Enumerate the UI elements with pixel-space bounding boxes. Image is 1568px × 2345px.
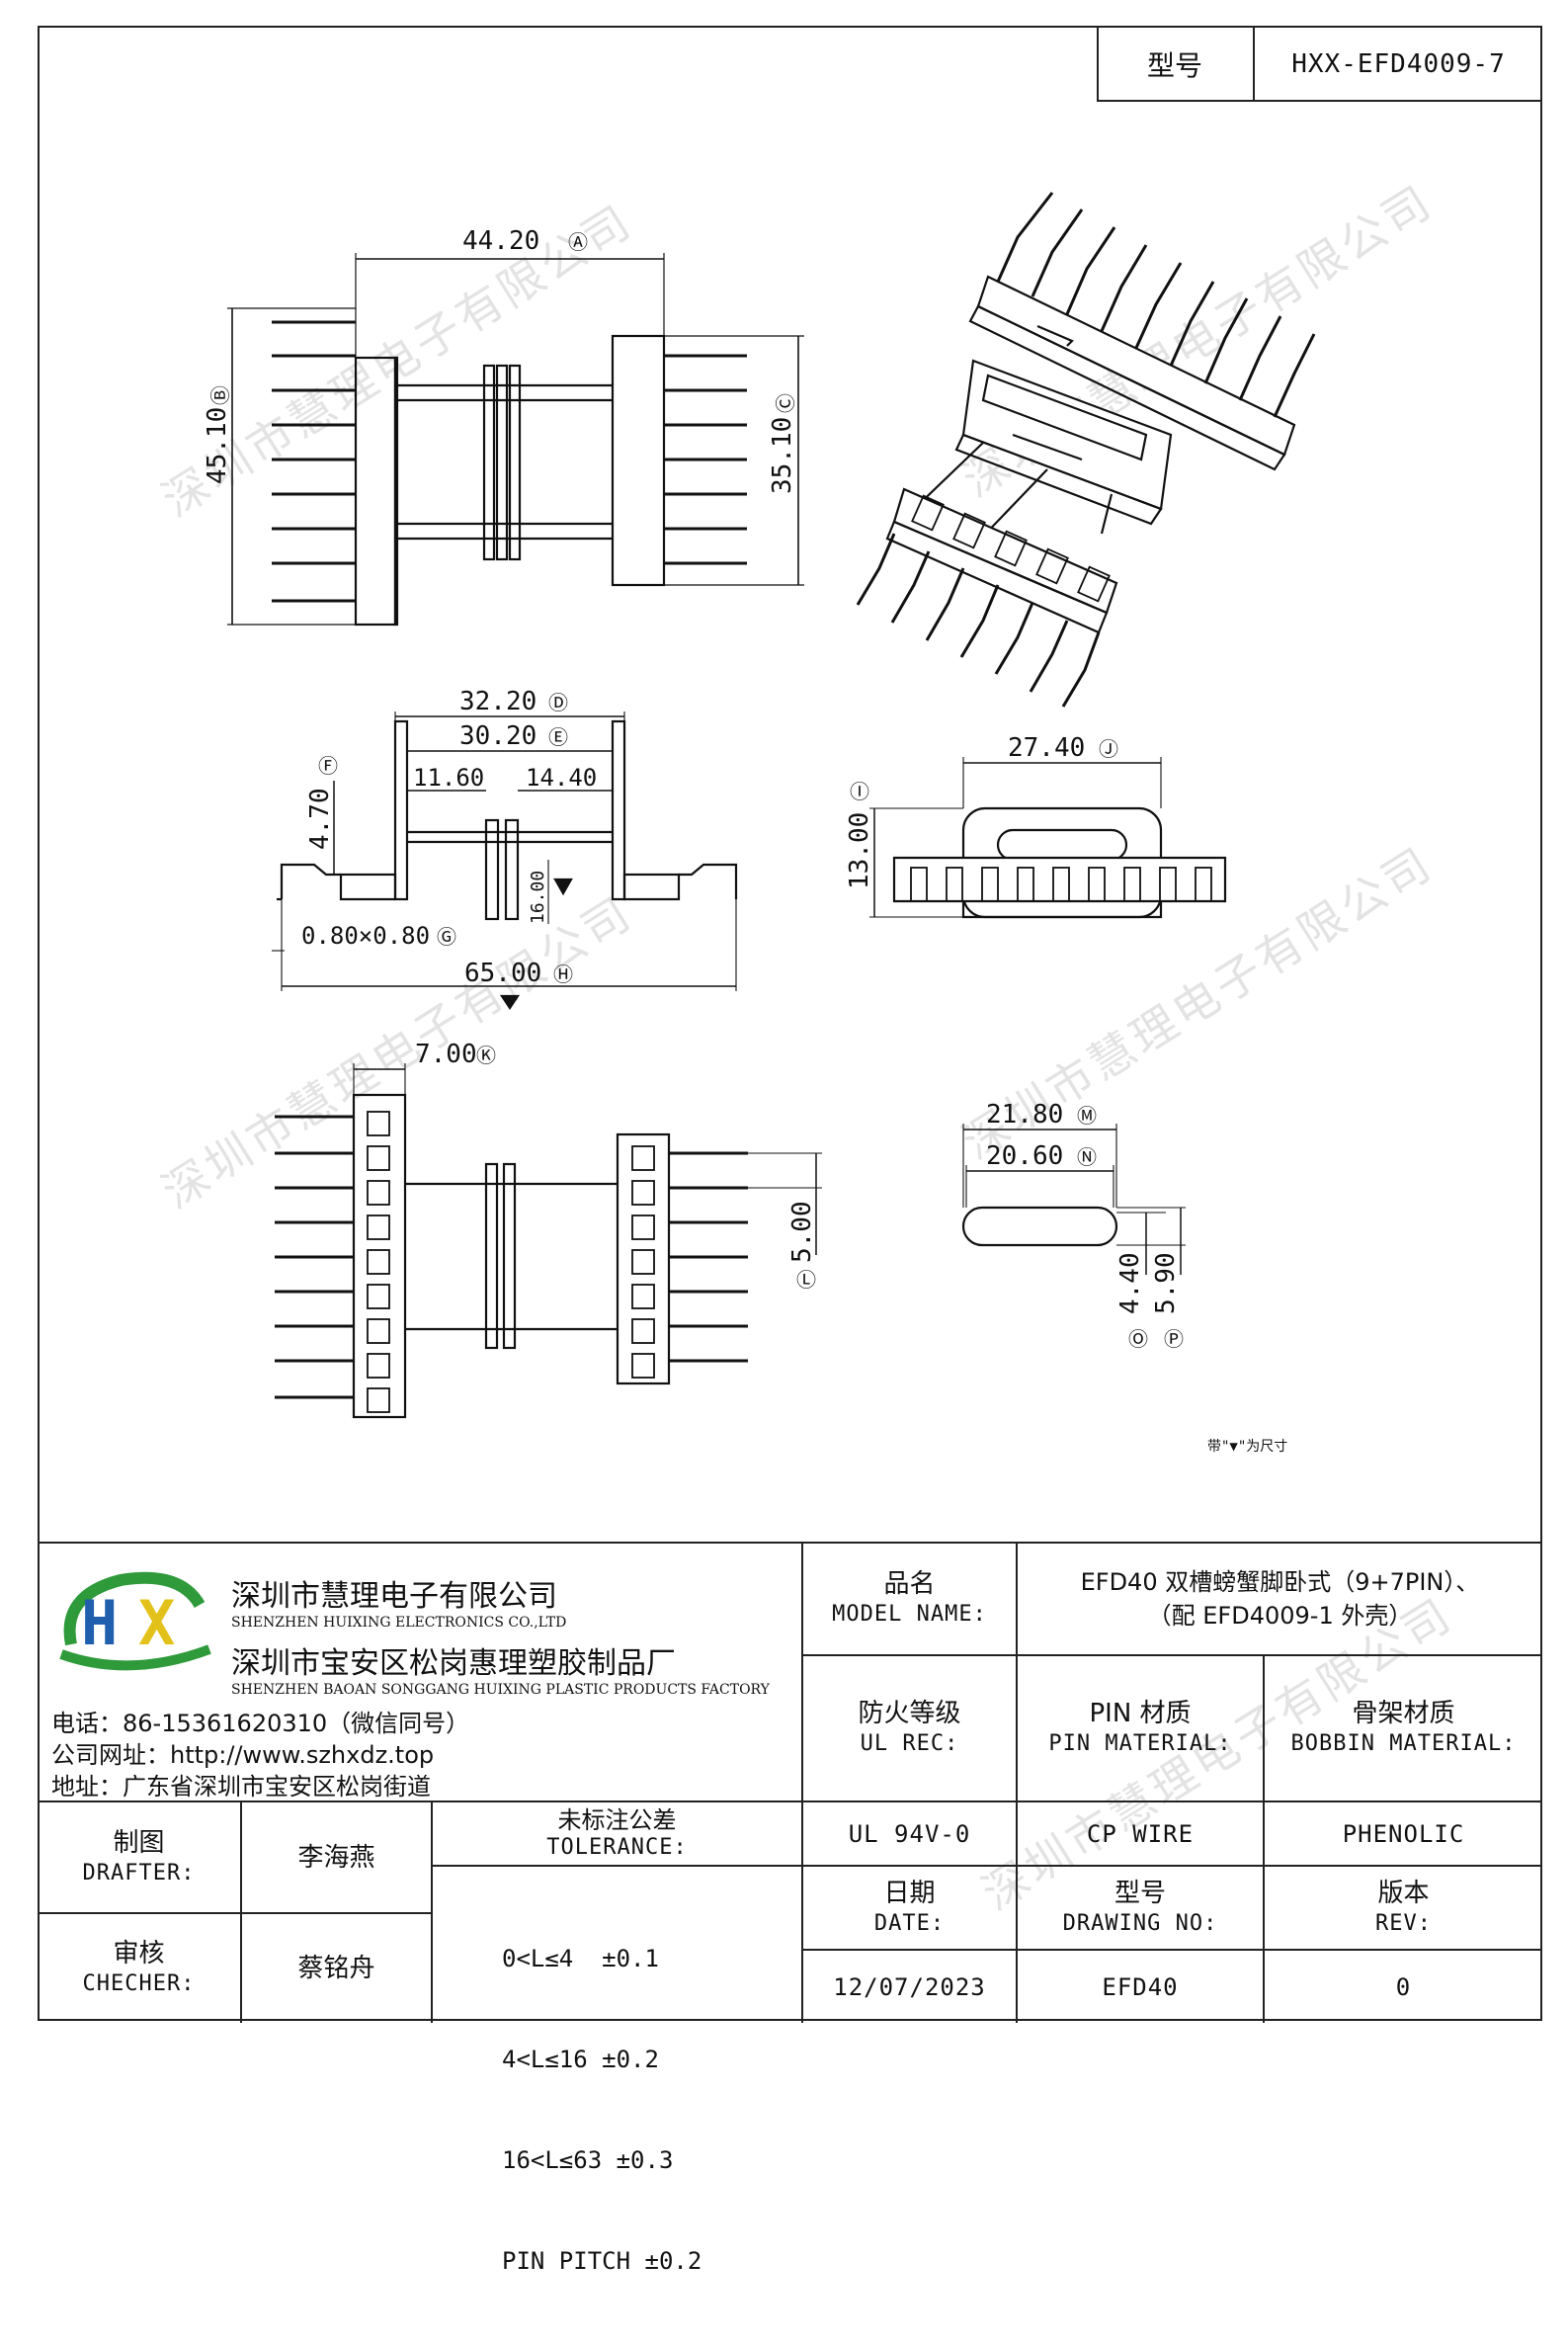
dim-A: 44.20 [462,226,539,256]
dim-L-letter: Ⓛ [796,1268,816,1292]
drafter-value: 李海燕 [297,1842,375,1873]
company-phone: 电话：86-15361620310（微信同号） [51,1710,470,1737]
model-name-value: EFD40 双槽螃蟹脚卧式（9+7PIN）、 （配 EFD4009-1 外壳） [1080,1568,1480,1630]
tolerance-row: 4<L≤16 ±0.2 [502,2046,659,2073]
dim-E: 30.20 [459,721,536,751]
drawing-no-value: EFD40 [1102,1972,1179,2001]
tolerance-row: 16<L≤63 ±0.3 [502,2146,674,2174]
dim-J: 27.40 [1008,733,1085,763]
dim-half-right: 14.40 [526,764,597,792]
date-value: 12/07/2023 [833,1972,986,2001]
drawing-frame [38,26,1542,2021]
dim-P-letter: Ⓟ [1164,1327,1184,1351]
svg-text:H: H [81,1587,118,1659]
fire-rating-label: 防火等级 UL REC: [858,1699,961,1756]
revision-label: 版本 REV: [1375,1878,1432,1936]
svg-text:X: X [138,1587,175,1659]
dim-J-letter: Ⓙ [1099,737,1118,761]
title-block: H X 深圳市慧理电子有限公司 SHENZHEN HUIXING ELECTRO… [38,1542,1542,2275]
dim-H-letter: Ⓗ [553,963,573,986]
flange-top-view [961,1124,1186,1275]
side-view [869,757,1227,919]
revision-value: 0 [1395,1972,1412,2001]
front-view [272,712,738,1010]
dim-F-letter: Ⓕ [318,754,338,778]
pin-material-label: PIN 材质 PIN MATERIAL: [1048,1699,1232,1756]
checker-value: 蔡铭舟 [297,1954,375,1983]
dim-C: 35.10 [768,417,797,494]
factory-name-cn: 深圳市宝安区松岗惠理塑胶制品厂 [231,1646,676,1681]
company-website: 公司网址：http://www.szhxdz.top [51,1741,435,1769]
top-view-right-pins [664,354,747,565]
dim-half-left: 11.60 [413,764,484,792]
drafter-label: 制图 DRAFTER: [82,1827,196,1885]
company-name-en: SHENZHEN HUIXING ELECTRONICS CO.,LTD [231,1615,567,1631]
top-view [227,253,804,627]
dim-B-letter: Ⓑ [208,385,232,405]
dim-M-letter: Ⓜ [1077,1104,1097,1128]
fire-rating-value: UL 94V-0 [848,1819,971,1848]
dim-D-letter: Ⓓ [548,691,568,714]
dim-N-letter: Ⓝ [1077,1145,1097,1169]
dim-E-letter: Ⓔ [548,725,568,749]
dim-K: 7.00 [415,1040,477,1069]
dim-L: 5.00 [787,1201,817,1263]
pin-material-value: CP WIRE [1086,1819,1195,1848]
dim-D: 32.20 [459,687,536,716]
dim-O: 4.40 [1115,1252,1145,1314]
tolerance-label: 未标注公差 TOLERANCE: [546,1805,688,1860]
drawing-no-label: 型号 DRAWING NO: [1062,1878,1218,1936]
factory-name-en: SHENZHEN BAOAN SONGGANG HUIXING PLASTIC … [231,1682,770,1698]
checker-label: 审核 CHECHER: [82,1939,196,1996]
dim-I-letter: Ⓘ [850,780,869,803]
dim-C-letter: Ⓒ [774,393,797,413]
model-name-label: 品名 MODEL NAME: [832,1569,987,1627]
technical-drawing: 44.20 Ⓐ 45.10 Ⓑ 35.10 Ⓒ 32.20 30.20 11.6… [203,192,1316,1455]
dim-A-letter: Ⓐ [568,230,588,254]
dim-H: 65.00 [464,959,541,988]
company-address: 地址：广东省深圳市宝安区松岗街道 [51,1773,431,1801]
dim-F: 4.70 [305,788,335,850]
tolerance-row: PIN PITCH ±0.2 [502,2247,702,2275]
dim-G-letter: Ⓖ [437,925,456,949]
dim-P: 5.90 [1151,1252,1181,1314]
dim-slot: 16.00 [528,871,548,924]
bobbin-material-label: 骨架材质 BOBBIN MATERIAL: [1290,1699,1517,1756]
dim-K-letter: Ⓚ [476,1044,496,1067]
bottom-view [275,1063,822,1419]
date-label: 日期 DATE: [873,1878,946,1936]
top-view-left-pins [272,320,356,603]
dim-G: 0.80×0.80 [301,922,430,950]
dim-M: 21.80 [986,1100,1063,1130]
dim-B: 45.10 [203,407,232,484]
dim-O-letter: Ⓞ [1128,1327,1148,1351]
dim-N: 20.60 [986,1141,1063,1171]
dim-I: 13.00 [845,812,874,889]
note-marker: 带"▼"为尺寸 [1207,1439,1287,1455]
isometric-view [856,192,1316,708]
bobbin-material-value: PHENOLIC [1342,1819,1465,1848]
model-header-box [1097,26,1542,102]
company-name-cn: 深圳市慧理电子有限公司 [231,1579,557,1614]
model-header-label: 型号 [1097,26,1255,102]
company-logo: H X [51,1565,219,1674]
model-header-value: HXX-EFD4009-7 [1291,48,1506,79]
tolerance-row: 0<L≤4 ±0.1 [502,1945,659,1972]
tolerance-list: 0<L≤4 ±0.1 4<L≤16 ±0.2 16<L≤63 ±0.3 PIN … [502,1875,798,2345]
